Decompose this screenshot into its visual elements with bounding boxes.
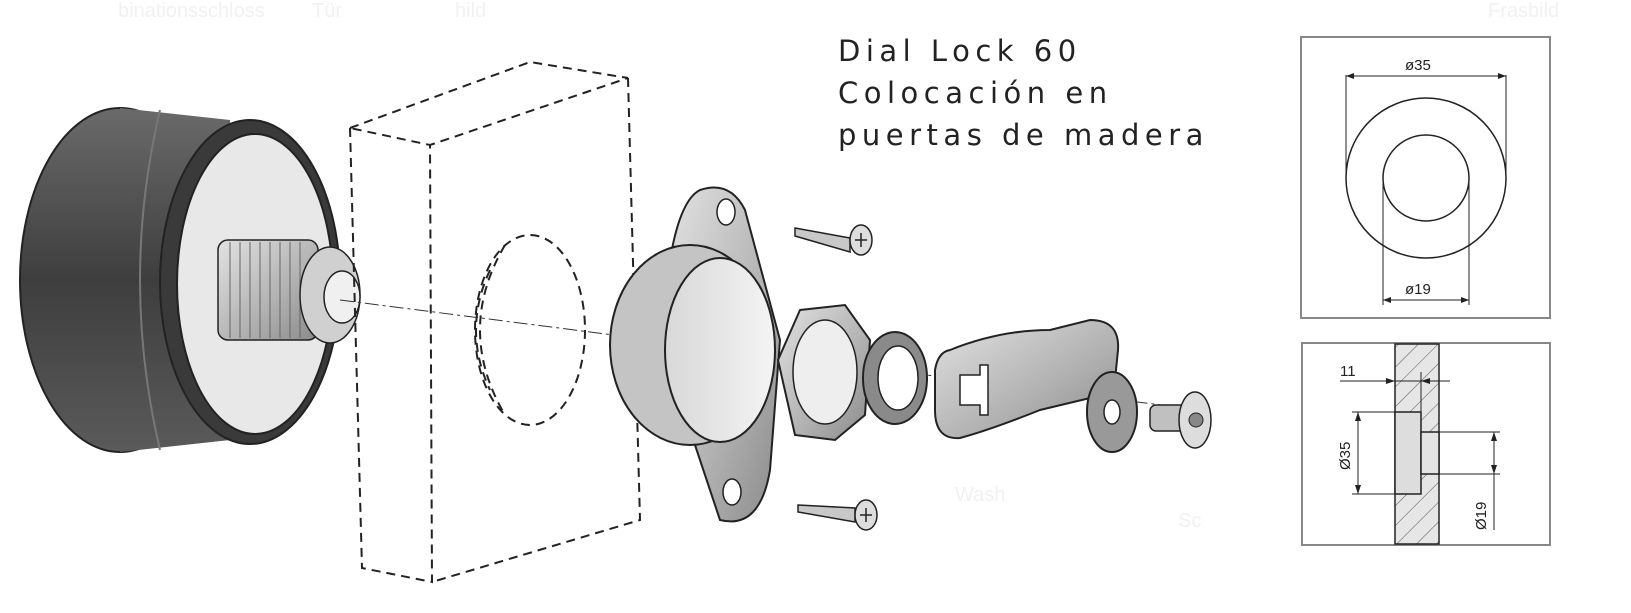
- flat-washer: [1086, 371, 1138, 453]
- ghost-text: Tür: [312, 0, 342, 22]
- dial-lock-body: [19, 107, 361, 453]
- wood-screw: [794, 224, 873, 256]
- ghost-text: Sc: [1178, 510, 1202, 532]
- front-view-panel: [1300, 36, 1551, 319]
- front-outer-diameter-label: ø35: [1405, 57, 1431, 74]
- title-line: puertas de madera: [838, 118, 1209, 152]
- wooden-door-outline: [346, 60, 642, 584]
- section-outer-diameter-label: Ø35: [1337, 442, 1354, 470]
- section-inner-diameter-label: Ø19: [1473, 502, 1490, 530]
- cam-screw: [1149, 391, 1212, 449]
- hex-nut: [776, 303, 872, 442]
- section-view-panel: [1301, 342, 1551, 546]
- section-depth-label: 11: [1340, 363, 1356, 380]
- lock-washer: [862, 331, 928, 425]
- ghost-text: hild: [455, 0, 487, 22]
- ghost-text: binationsschloss: [118, 0, 265, 22]
- wood-screw: [797, 499, 878, 531]
- title-line: Colocación en: [838, 76, 1113, 110]
- title-line: Dial Lock 60: [838, 34, 1082, 68]
- diagram-title: Dial Lock 60 Colocación en puertas de ma…: [838, 30, 1209, 156]
- ghost-text: Wash: [955, 484, 1006, 506]
- front-inner-diameter-label: ø19: [1405, 281, 1431, 298]
- mounting-flange: [609, 186, 782, 523]
- ghost-text: Frasbild: [1488, 0, 1560, 22]
